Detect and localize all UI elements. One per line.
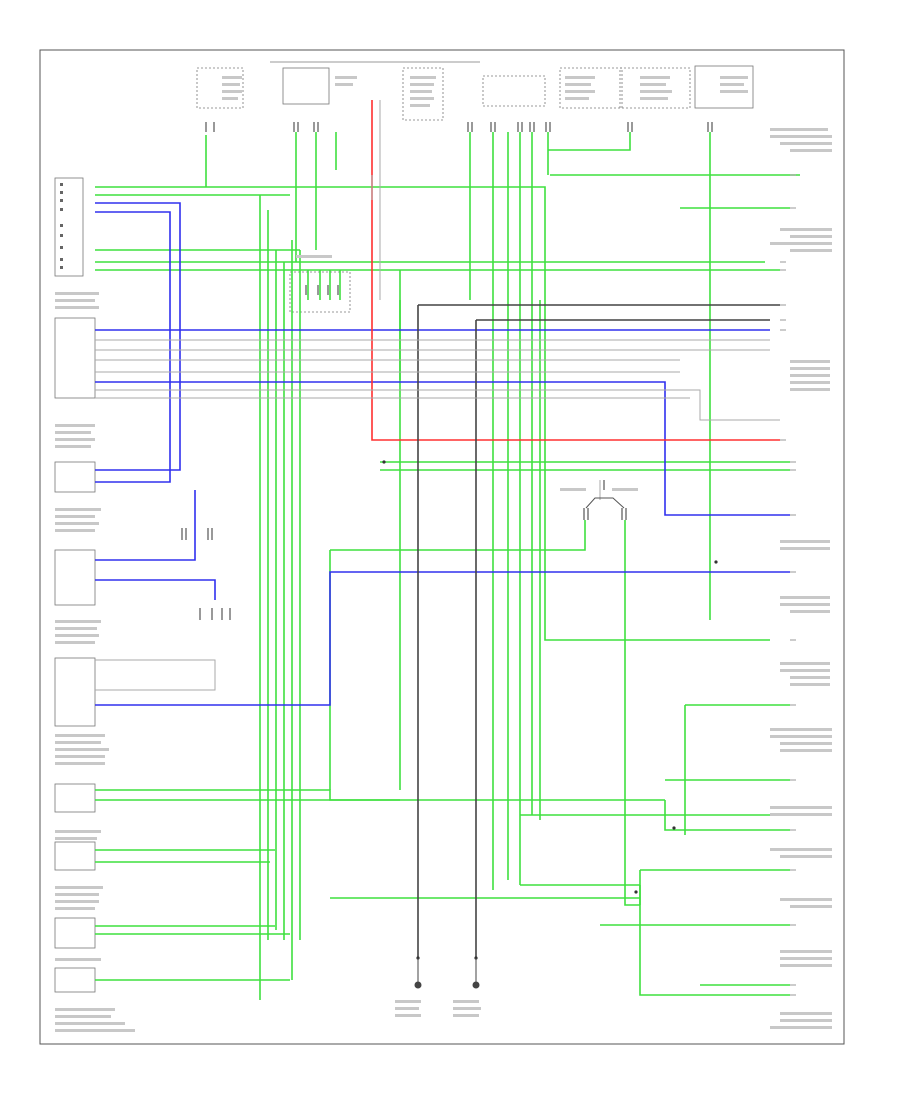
illegible-labels: [55, 76, 832, 1032]
component-box: [54, 917, 96, 949]
component-box: [402, 67, 444, 121]
component-box: [54, 317, 96, 399]
black-wires: [417, 304, 780, 958]
component-box: [559, 67, 623, 109]
component-box: [282, 67, 330, 105]
component-box: [54, 783, 96, 813]
green-wires: [95, 132, 800, 1000]
right-terminals: [780, 174, 796, 996]
blue-wires: [95, 202, 790, 706]
component-box: [54, 841, 96, 871]
component-box: [54, 549, 96, 606]
component-box: [54, 657, 96, 727]
ground-symbols: [414, 958, 480, 989]
pin-marks: [181, 122, 713, 620]
ground-point-icon: [472, 981, 480, 989]
diagram-frame: [39, 49, 845, 1045]
splice-dots: [382, 460, 718, 960]
component-box: [619, 67, 691, 109]
ground-point-icon: [414, 981, 422, 989]
connector-pins: [60, 183, 63, 269]
left-components: [54, 177, 351, 993]
component-box: [54, 967, 96, 993]
red-wire: [371, 100, 780, 441]
component-box: [196, 67, 244, 109]
component-box: [54, 461, 96, 493]
component-box: [694, 65, 754, 109]
connector-box: [54, 177, 84, 277]
switch-contacts: [585, 497, 625, 509]
component-box: [482, 75, 546, 107]
gray-wires: [95, 100, 780, 691]
top-components: [196, 61, 754, 121]
